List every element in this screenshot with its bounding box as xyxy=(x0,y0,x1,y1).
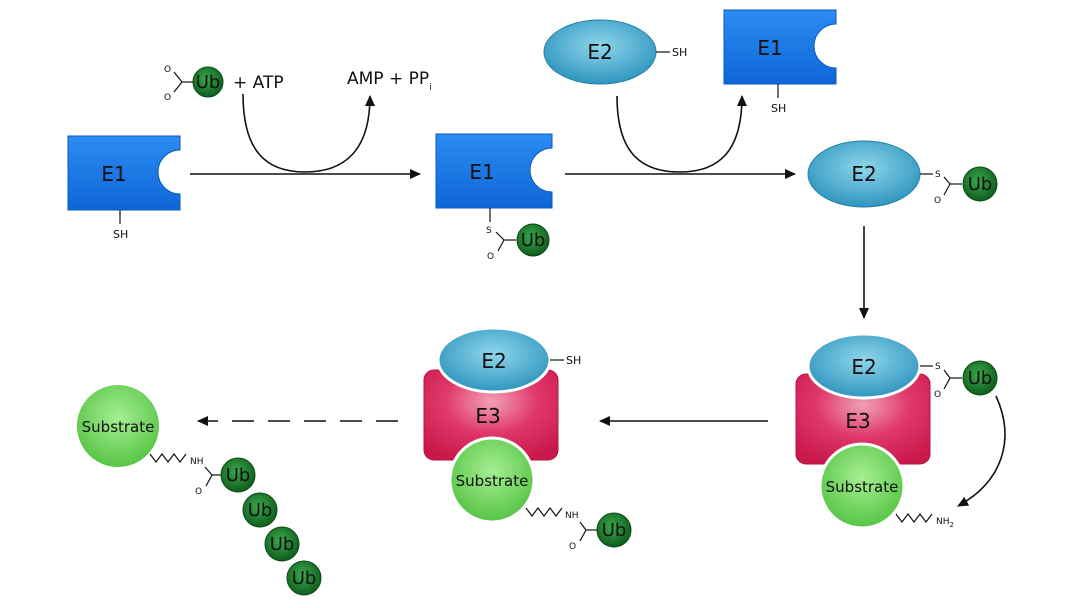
thioester-o: O xyxy=(934,390,941,400)
e2-thiol-label: SH xyxy=(672,46,687,59)
e2-thiol-label: SH xyxy=(566,354,581,367)
ub-label: Ub xyxy=(248,500,273,521)
ub-label: Ub xyxy=(226,465,251,486)
e1-thiol-label: SH xyxy=(771,102,786,115)
e3-label: E3 xyxy=(845,409,870,433)
e2-label: E2 xyxy=(481,349,506,373)
e3-complex-monoubiquitinated: E2 SH E3 Substrate NH O Ub xyxy=(423,326,632,552)
thioester-o: O xyxy=(487,252,494,262)
carboxyl-o2: O xyxy=(164,93,171,103)
amide-o: O xyxy=(569,542,576,552)
amp-ppi-label: AMP + PPi xyxy=(347,69,432,93)
e1-label: E1 xyxy=(469,160,494,184)
amide-nh: NH xyxy=(190,457,204,467)
ub-label: Ub xyxy=(968,174,993,195)
thioester-o: O xyxy=(934,196,941,206)
ub-label: Ub xyxy=(270,534,295,555)
ub-label: Ub xyxy=(292,568,317,589)
e2-label: E2 xyxy=(587,40,612,64)
substrate-label: Substrate xyxy=(82,418,155,436)
e1-ub-thioester: E1 S O Ub xyxy=(435,133,553,262)
thioester-s: S xyxy=(935,170,941,180)
ub-carboxylate: Ub O O xyxy=(164,65,224,103)
e3-complex-bound: E2 E3 S O Ub Substrate NH2 xyxy=(795,332,998,530)
e2-ub-thioester: E2 S O Ub xyxy=(807,140,998,208)
e1-label: E1 xyxy=(757,36,782,60)
substrate-label: Substrate xyxy=(826,478,899,496)
substrate-label: Substrate xyxy=(456,472,529,490)
e1-free: E1 SH xyxy=(67,135,181,241)
ub-label: Ub xyxy=(521,230,546,251)
thioester-s: S xyxy=(486,226,492,236)
e2-free: E2 SH xyxy=(543,19,687,85)
thioester-s: S xyxy=(935,362,941,372)
ub-label: Ub xyxy=(968,368,993,389)
e3-label: E3 xyxy=(475,404,500,428)
amide-nh: NH xyxy=(565,511,579,521)
ub-label: Ub xyxy=(602,520,627,541)
amine-label: NH2 xyxy=(936,517,954,529)
amide-o: O xyxy=(195,487,202,497)
e2-label: E2 xyxy=(851,355,876,379)
e1-label: E1 xyxy=(101,162,126,186)
curved-arrow-atp xyxy=(242,93,375,173)
carboxyl-o1: O xyxy=(164,65,171,75)
e1-released: E1 SH xyxy=(723,9,837,115)
lysine-chain xyxy=(149,453,187,463)
atp-label: + ATP xyxy=(233,73,284,93)
ub-label: Ub xyxy=(196,72,221,93)
curved-arrow-nucleophilic-attack xyxy=(957,395,1006,507)
polyubiquitinated-substrate: Substrate NH O Ub Ub Ub Ub xyxy=(75,383,322,596)
lysine-chain xyxy=(895,513,933,523)
e1-thiol-label: SH xyxy=(113,228,128,241)
lysine-chain xyxy=(525,507,563,517)
curved-arrow-transthioesterification xyxy=(616,95,747,173)
e2-label: E2 xyxy=(851,162,876,186)
